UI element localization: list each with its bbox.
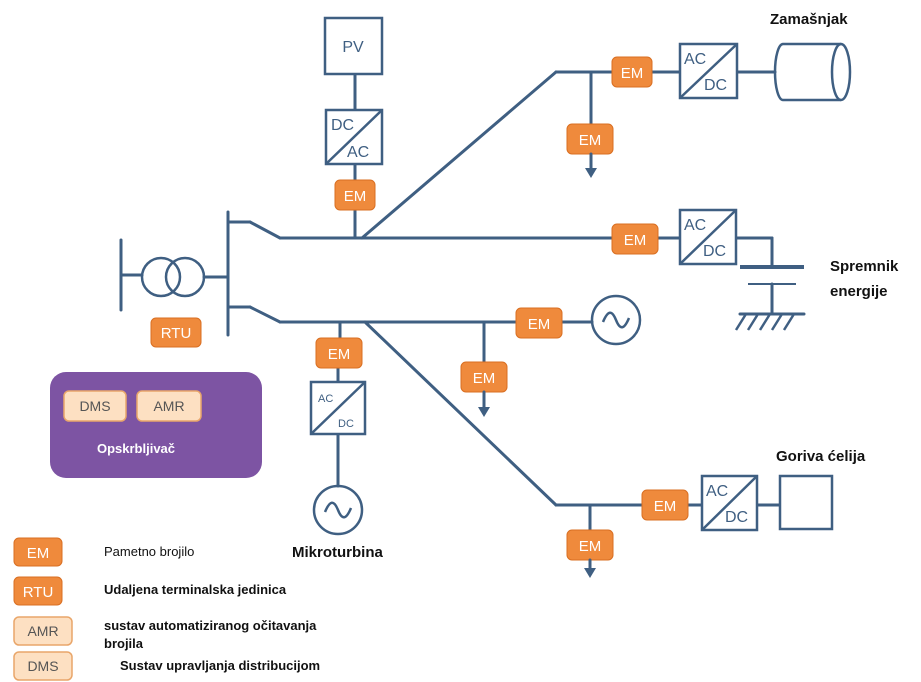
rtu-box: RTU <box>150 317 202 348</box>
supplier-title: Opskrbljivač <box>97 441 175 456</box>
legend-dms-text: Sustav upravljanja distribucijom <box>120 658 320 673</box>
storage-label-2: energije <box>830 283 888 300</box>
flywheel-branch: EM AC DC Zamašnjak EM <box>360 11 852 240</box>
flywheel-em-box <box>611 56 653 88</box>
fuelcell-label: Goriva ćelija <box>776 448 866 465</box>
pv-em-label: EM <box>344 188 367 205</box>
supplier-amr-label: AMR <box>153 398 184 414</box>
upper-switch <box>248 220 282 240</box>
legend-amr-text-2: brojila <box>104 636 144 651</box>
transformer-coil-right <box>164 256 206 298</box>
transformer-coil-left <box>140 256 182 298</box>
microturbine-em-box <box>315 337 363 369</box>
pv-label: PV <box>342 39 364 56</box>
legend-rtu-key: RTU <box>23 584 54 601</box>
flywheel-converter-ac: AC <box>684 51 706 68</box>
flywheel-cylinder <box>773 42 841 102</box>
pv-converter-ac: AC <box>347 144 369 161</box>
load2-arrow-icon <box>478 407 490 417</box>
microturbine-converter-dc: DC <box>338 418 354 430</box>
load2-em-label: EM <box>473 370 496 387</box>
fuelcell-converter-dc: DC <box>725 509 748 526</box>
legend-item-dms: DMS Sustav upravljanja distribucijom <box>13 651 320 681</box>
fuelcell-em-box <box>641 489 689 521</box>
legend-item-amr: AMR sustav automatiziranog očitavanja br… <box>13 616 317 651</box>
lower-switch <box>248 305 282 324</box>
storage-converter-ac: AC <box>684 217 706 234</box>
legend: EM Pametno brojilo RTU Udaljena terminal… <box>13 537 320 681</box>
supplier-amr-box <box>136 390 202 422</box>
storage-branch: EM AC DC Spremnik energije <box>611 208 899 331</box>
microturbine-label: Mikroturbina <box>292 544 383 561</box>
load3-arrow-icon <box>584 568 596 578</box>
flywheel-label: Zamašnjak <box>770 11 848 28</box>
legend-amr-key: AMR <box>27 623 58 639</box>
legend-em-text: Pametno brojilo <box>104 544 194 559</box>
load1-em-label: EM <box>579 132 602 149</box>
upper-feeder <box>226 220 620 240</box>
supplier-box <box>50 372 262 478</box>
pv-converter-dc: DC <box>331 117 354 134</box>
generator-em-box <box>515 307 563 339</box>
transformer-group <box>119 210 230 337</box>
legend-amr-text: sustav automatiziranog očitavanja <box>104 618 317 633</box>
storage-label-1: Spremnik <box>830 258 899 275</box>
supplier-dms-label: DMS <box>79 398 110 414</box>
generator-em-label: EM <box>528 316 551 333</box>
fuelcell-converter-ac: AC <box>706 483 728 500</box>
storage-em-label: EM <box>624 232 647 249</box>
pv-branch: PV DC AC EM <box>323 16 384 240</box>
supplier-panel: DMS AMR Opskrbljivač <box>50 372 262 478</box>
rtu-label: RTU <box>161 325 192 342</box>
microturbine-generator-icon <box>312 484 364 536</box>
fuelcell-em-label: EM <box>654 498 677 515</box>
legend-rtu-text: Udaljena terminalska jedinica <box>104 582 287 597</box>
fuelcell-branch: EM AC DC Goriva ćelija EM <box>363 320 866 578</box>
storage-em-box <box>611 223 659 255</box>
generator-icon <box>590 294 642 346</box>
microturbine-em-label: EM <box>328 346 351 363</box>
storage-converter-dc: DC <box>703 243 726 260</box>
microturbine-branch: EM AC DC Mikroturbina <box>292 320 383 561</box>
legend-dms-key: DMS <box>27 658 58 674</box>
flywheel-converter-dc: DC <box>704 77 727 94</box>
lower-feeder <box>226 305 518 324</box>
supplier-dms-box <box>63 390 127 422</box>
microturbine-converter-ac: AC <box>318 393 333 405</box>
load1-arrow-icon <box>585 168 597 178</box>
load3-em-label: EM <box>579 538 602 555</box>
generator-branch: EM EM <box>460 294 642 417</box>
legend-item-rtu: RTU Udaljena terminalska jedinica <box>13 576 287 606</box>
flywheel-em-label: EM <box>621 65 644 82</box>
fuelcell-box <box>778 474 834 531</box>
pv-panel-box <box>323 16 384 76</box>
pv-em-box <box>334 179 376 211</box>
legend-item-em: EM Pametno brojilo <box>13 537 194 567</box>
legend-em-key: EM <box>27 545 50 562</box>
